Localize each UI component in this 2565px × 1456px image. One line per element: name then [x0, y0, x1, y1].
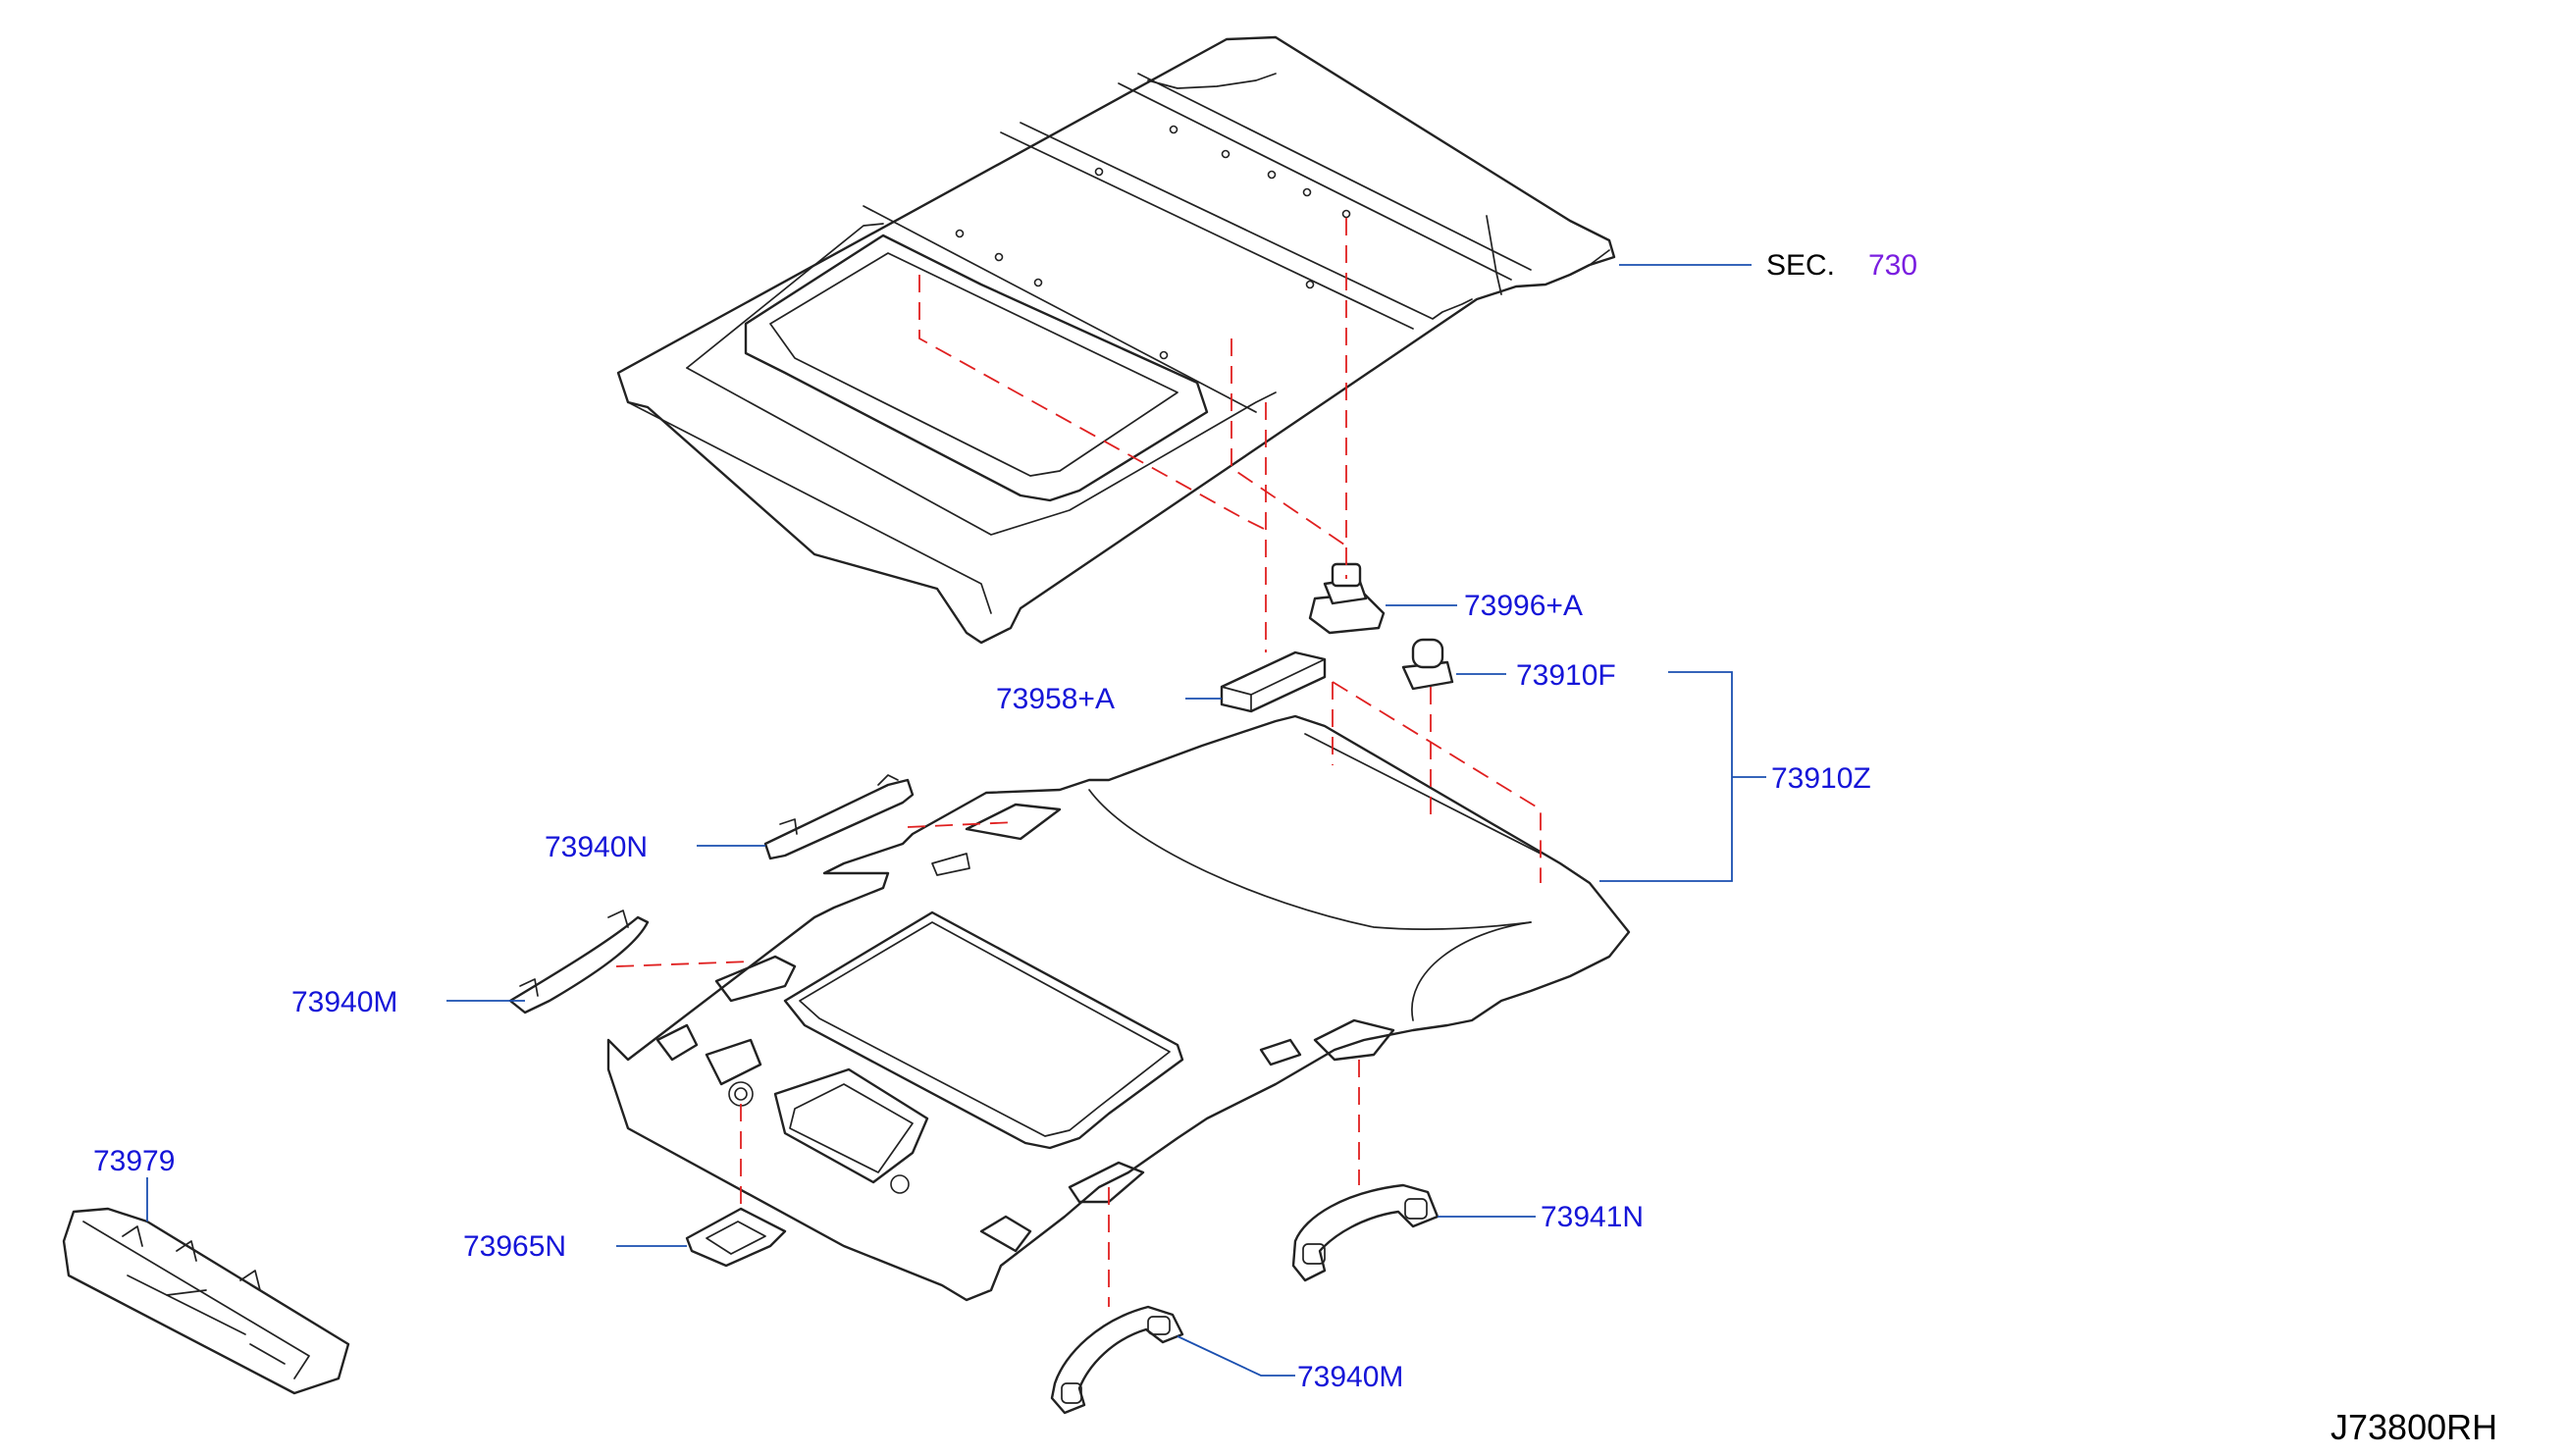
section-prefix-label: SEC. — [1766, 249, 1835, 282]
assist-grip-73940m-left — [508, 910, 650, 1014]
clip-73910f — [1401, 638, 1454, 691]
assist-grip-73940m-bottom — [1050, 1305, 1184, 1415]
part-label-73979[interactable]: 73979 — [93, 1145, 175, 1177]
leader-lines — [146, 264, 1766, 1377]
pad-73958a — [1220, 650, 1327, 713]
assist-grip-73941n — [1291, 1183, 1440, 1282]
part-label-73910f[interactable]: 73910F — [1516, 659, 1616, 692]
drawing-code: J73800RH — [2330, 1407, 2497, 1447]
bracket-73979 — [62, 1207, 350, 1395]
part-label-73958a[interactable]: 73958+A — [996, 683, 1115, 715]
part-label-73940m-left[interactable]: 73940M — [291, 986, 397, 1018]
roof-panel — [616, 35, 1616, 645]
part-label-73941n[interactable]: 73941N — [1541, 1201, 1644, 1233]
part-label-73965n[interactable]: 73965N — [463, 1230, 566, 1263]
clip-73996a — [1308, 562, 1386, 635]
part-label-73996a[interactable]: 73996+A — [1464, 590, 1583, 622]
bracket-73965n — [685, 1207, 787, 1268]
part-label-73940n[interactable]: 73940N — [545, 831, 648, 863]
part-label-73910z[interactable]: 73910Z — [1771, 762, 1871, 795]
part-label-73940m-bottom[interactable]: 73940M — [1297, 1361, 1403, 1393]
assist-grip-73940n — [763, 774, 915, 860]
headlining-panel — [606, 714, 1631, 1302]
roof-holes — [955, 125, 1351, 360]
section-number-link[interactable]: 730 — [1868, 249, 1917, 282]
reference-lines — [615, 218, 1542, 1307]
